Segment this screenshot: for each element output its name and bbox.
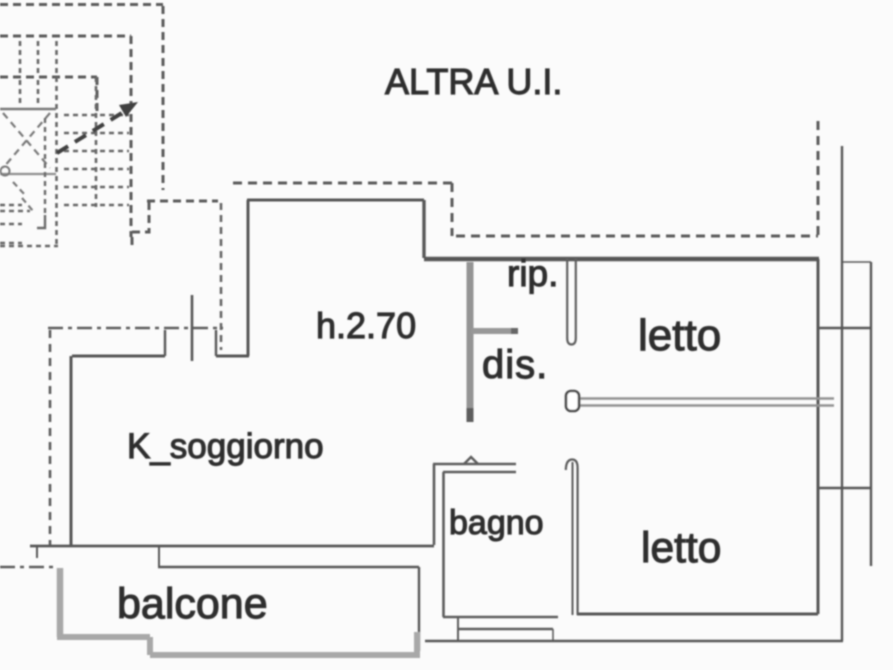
svg-text:h.2.70: h.2.70 — [316, 305, 416, 346]
svg-text:bagno: bagno — [449, 504, 544, 542]
svg-text:balcone: balcone — [117, 580, 268, 628]
svg-text:K_soggiorno: K_soggiorno — [127, 427, 324, 466]
svg-text:rip.: rip. — [507, 253, 558, 294]
svg-text:letto: letto — [641, 525, 721, 572]
svg-text:letto: letto — [638, 311, 721, 360]
svg-text:ALTRA U.I.: ALTRA U.I. — [385, 61, 562, 102]
svg-text:dis.: dis. — [482, 343, 548, 387]
